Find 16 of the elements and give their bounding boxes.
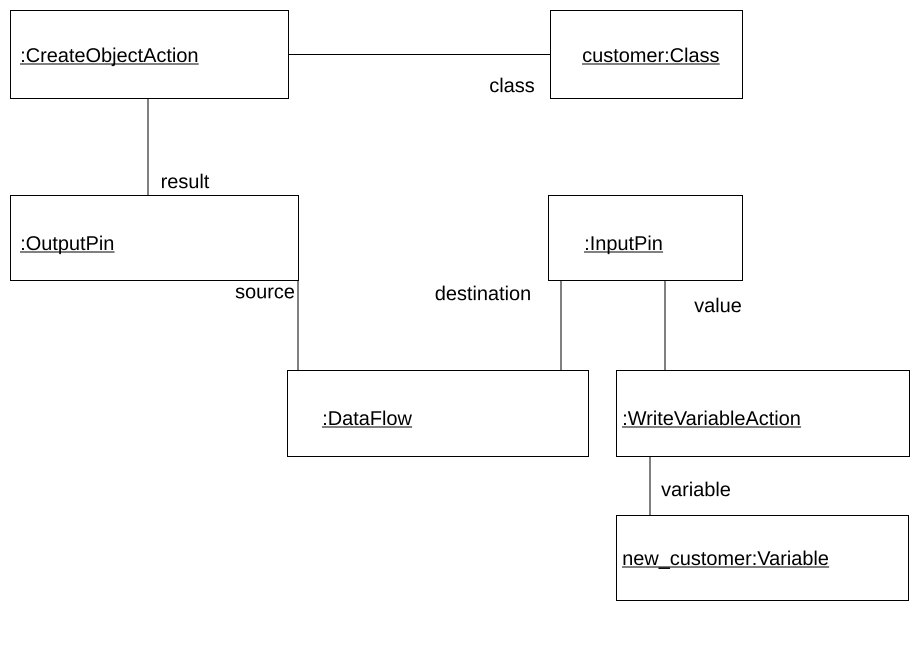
role-label: result: [160, 172, 210, 190]
object-box: :OutputPin: [10, 195, 299, 281]
object-box: :WriteVariableAction: [616, 370, 910, 457]
object-box: :DataFlow: [287, 370, 589, 457]
object-box: customer:Class: [550, 10, 743, 99]
role-label: value: [693, 296, 743, 314]
role-label: destination: [434, 284, 532, 302]
object-box: :InputPin: [548, 195, 743, 281]
connector-line: [664, 280, 666, 370]
object-box: :CreateObjectAction: [10, 10, 289, 99]
role-label: source: [234, 286, 296, 300]
role-label: variable: [660, 480, 732, 498]
object-box: new_customer:Variable: [616, 515, 909, 601]
connector-line: [288, 54, 550, 55]
role-label: class: [488, 76, 536, 94]
connector-line: [560, 280, 562, 370]
